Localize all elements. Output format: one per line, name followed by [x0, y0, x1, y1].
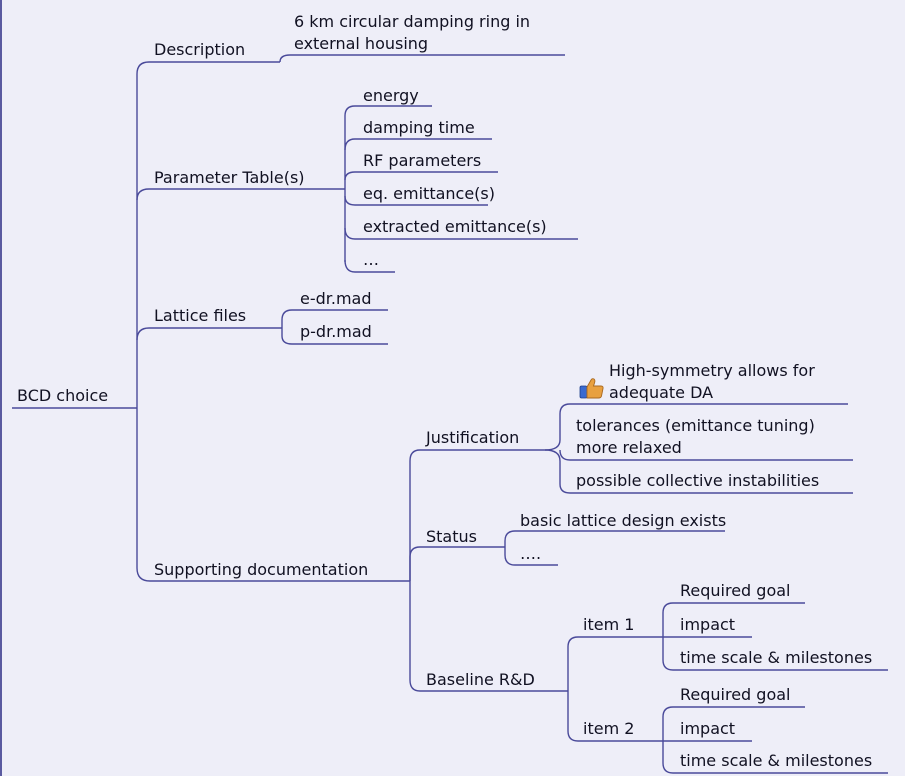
item1-time-scale[interactable]: time scale & milestones	[680, 648, 873, 667]
param-ellipsis[interactable]: …	[363, 250, 379, 269]
param-eq-emittance[interactable]: eq. emittance(s)	[363, 184, 495, 203]
baseline-item1[interactable]: item 1	[583, 615, 635, 634]
item1-impact[interactable]: impact	[680, 615, 736, 634]
param-extracted-emittance[interactable]: extracted emittance(s)	[363, 217, 547, 236]
description-node[interactable]: Description	[154, 40, 246, 59]
param-energy[interactable]: energy	[363, 86, 419, 105]
param-damping-time[interactable]: damping time	[363, 118, 475, 137]
supporting-documentation-node[interactable]: Supporting documentation	[154, 560, 369, 579]
item2-impact[interactable]: impact	[680, 719, 736, 738]
justification-item2-line2: more relaxed	[576, 438, 682, 457]
lattice-e-dr[interactable]: e-dr.mad	[300, 289, 372, 308]
baseline-rd-node[interactable]: Baseline R&D	[426, 670, 535, 689]
item1-required-goal[interactable]: Required goal	[680, 581, 791, 600]
lattice-files-node[interactable]: Lattice files	[154, 306, 247, 325]
description-text-line2: external housing	[294, 34, 429, 53]
parameter-table-node[interactable]: Parameter Table(s)	[154, 168, 305, 187]
status-basic-lattice[interactable]: basic lattice design exists	[520, 511, 727, 530]
baseline-item2[interactable]: item 2	[583, 719, 635, 738]
thumbs-up-icon	[579, 378, 604, 399]
justification-item3[interactable]: possible collective instabilities	[576, 471, 820, 490]
left-border	[0, 0, 2, 776]
justification-item1-line1: High-symmetry allows for	[609, 361, 815, 380]
justification-item2-line1: tolerances (emittance tuning)	[576, 416, 815, 435]
root-node[interactable]: BCD choice	[17, 386, 109, 405]
param-rf-parameters[interactable]: RF parameters	[363, 151, 482, 170]
status-ellipsis[interactable]: ….	[520, 544, 542, 563]
item2-required-goal[interactable]: Required goal	[680, 685, 791, 704]
description-text-line1: 6 km circular damping ring in	[294, 12, 531, 31]
item2-time-scale[interactable]: time scale & milestones	[680, 751, 873, 770]
status-node[interactable]: Status	[426, 527, 477, 546]
justification-node[interactable]: Justification	[426, 428, 520, 447]
justification-item1-line2: adequate DA	[609, 383, 714, 402]
lattice-p-dr[interactable]: p-dr.mad	[300, 322, 372, 341]
